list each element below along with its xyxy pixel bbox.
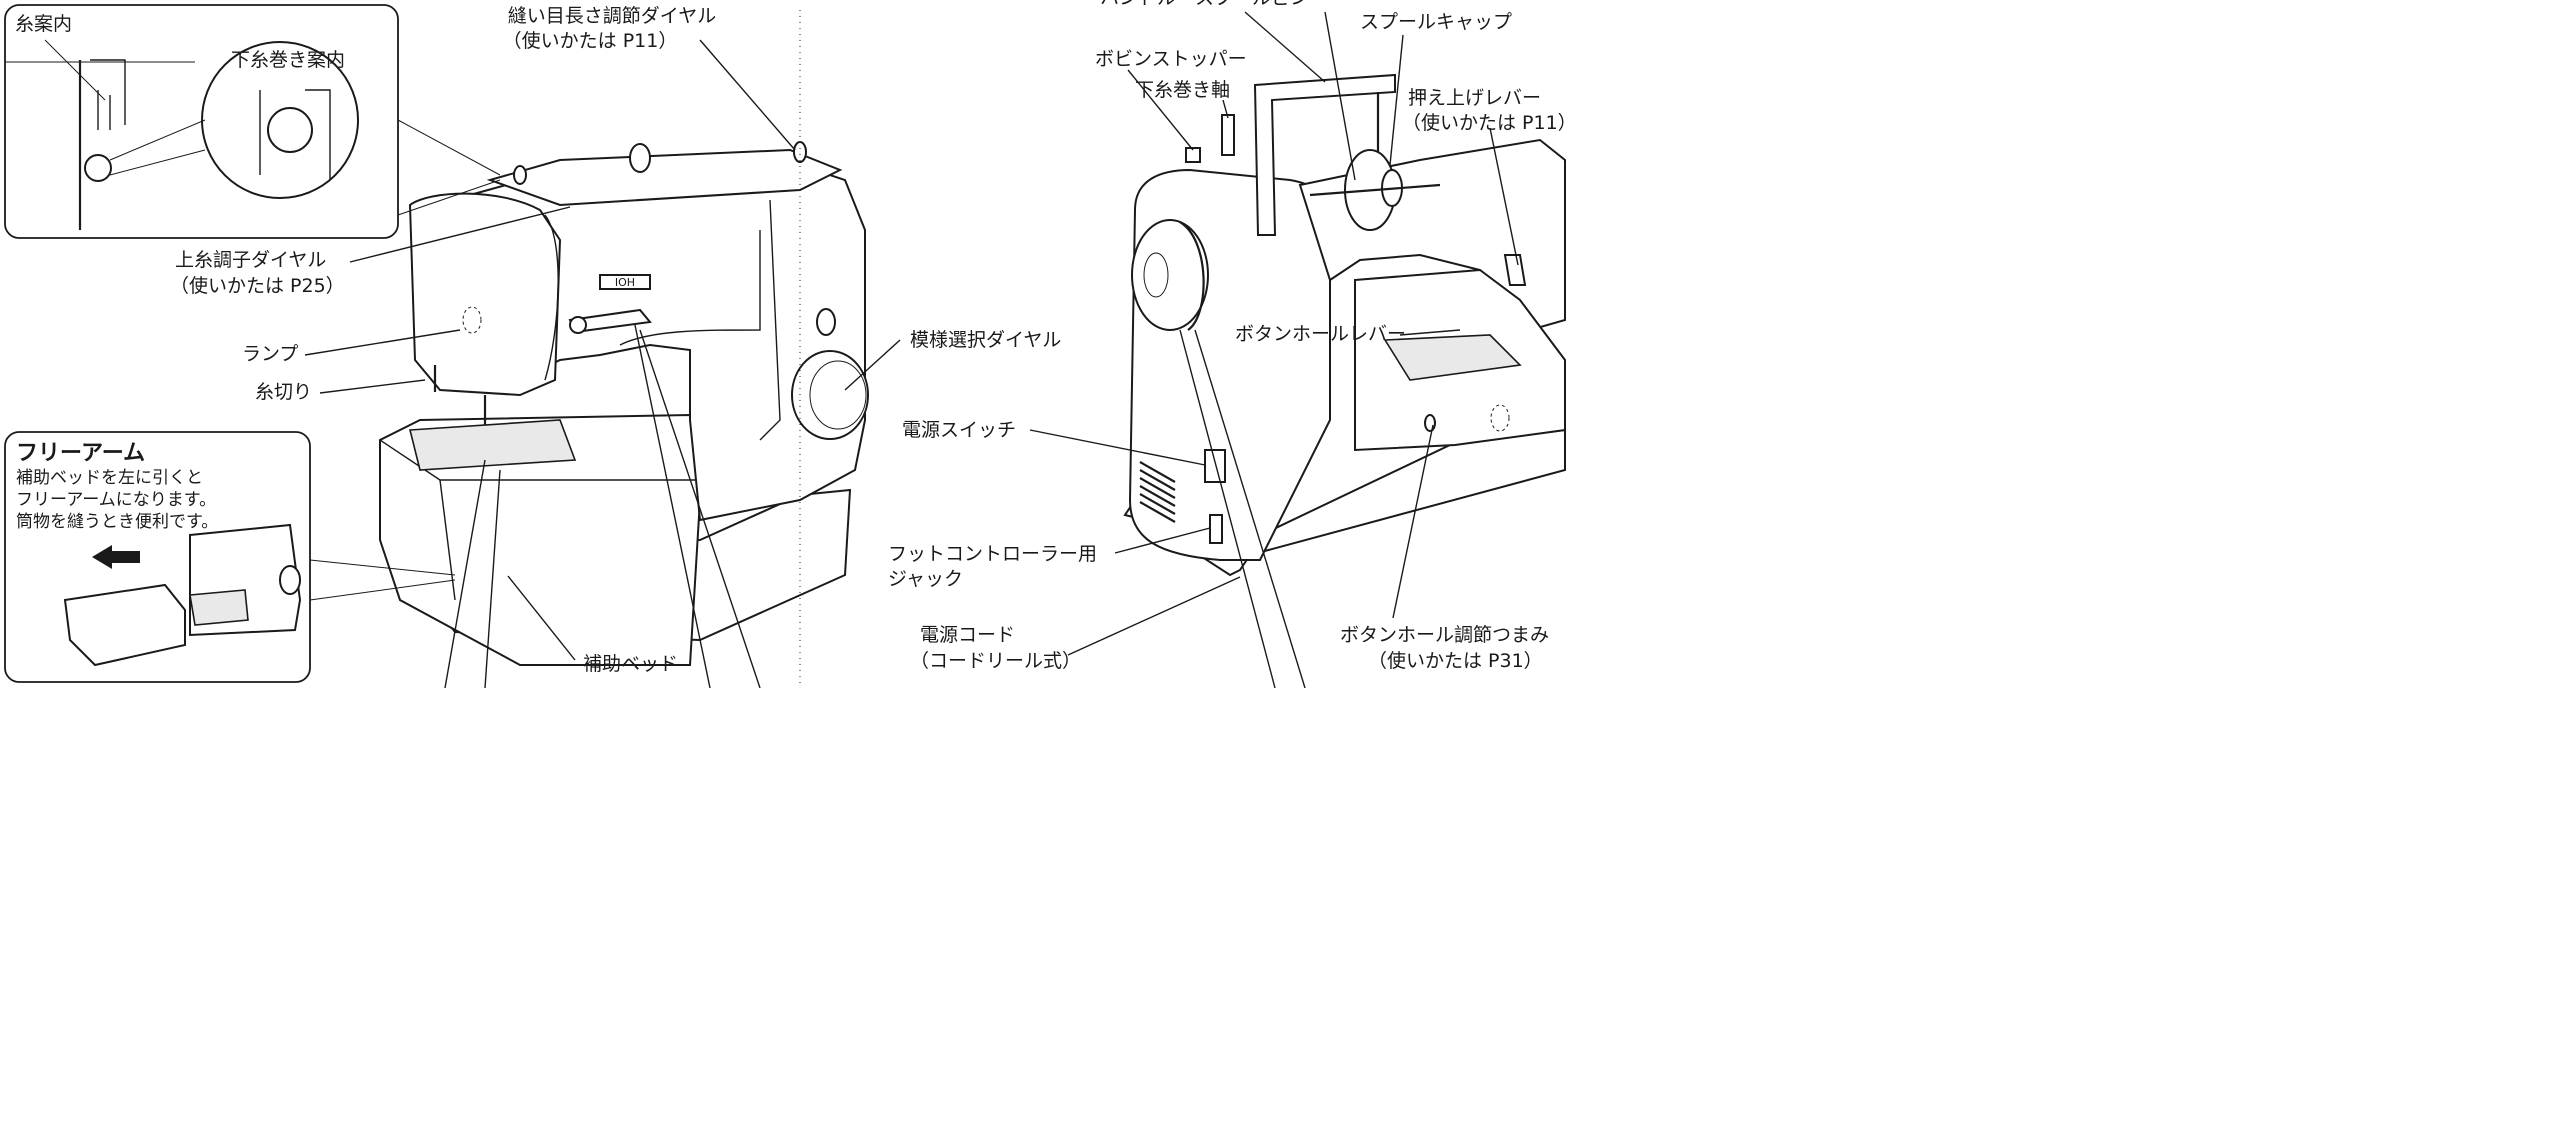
buttonhole-knob-label: ボタンホール調節つまみ: [1340, 624, 1549, 646]
pattern-selector-dial-label: 模様選択ダイヤル: [910, 329, 1061, 351]
foot-controller-jack-label-1: フットコントローラー用: [888, 543, 1097, 565]
lamp-label: ランプ: [242, 343, 298, 365]
spool-cap-label: スプールキャップ: [1360, 11, 1512, 33]
stitch-length-dial-label: 縫い目長さ調節ダイヤル: [508, 5, 716, 27]
vent-slits: [1139, 461, 1176, 523]
buttonhole-lever-label: ボタンホールレバー: [1235, 323, 1406, 345]
bobbin-stopper-label: ボビンストッパー: [1095, 48, 1247, 70]
inset-thread-guide: 糸案内 下糸巻き案内: [4, 4, 399, 239]
free-arm-title: フリーアーム: [16, 441, 145, 466]
upper-tension-dial-label: 上糸調子ダイヤル: [175, 249, 326, 271]
power-cord-label: 電源コード: [920, 624, 1015, 646]
machine-logo: IOH: [615, 276, 635, 289]
thread-cutter-label: 糸切り: [255, 381, 312, 403]
front-view-machine: IOH: [379, 141, 869, 666]
foot-controller-jack-label-2: ジャック: [888, 568, 963, 590]
handle-spool-pin-label: ハンドル スプールピン: [1100, 0, 1309, 9]
pattern-selector-dial-shape: [791, 350, 869, 440]
sewing-machine-diagram: IOH: [4, 0, 1568, 688]
buttonhole-knob-ref: （使いかたは P31）: [1368, 650, 1543, 672]
free-arm-line-3: 筒物を縫うとき便利です。: [16, 512, 218, 532]
inset-free-arm: フリーアーム 補助ベッドを左に引くと フリーアームになります。 筒物を縫うとき便…: [4, 431, 311, 683]
power-cord-note: （コードリール式）: [910, 650, 1081, 672]
free-arm-line-1: 補助ベッドを左に引くと: [16, 468, 203, 488]
thread-guide-label: 糸案内: [15, 13, 72, 35]
upper-tension-dial-ref: （使いかたは P25）: [170, 275, 345, 297]
power-switch-label: 電源スイッチ: [902, 419, 1016, 441]
arrow-left-icon: [92, 545, 140, 569]
side-view-machine: [1123, 73, 1566, 577]
presser-foot-lever-ref: （使いかたは P11）: [1402, 112, 1568, 134]
handwheel-shape: [1131, 219, 1209, 331]
free-arm-line-2: フリーアームになります。: [16, 490, 216, 510]
bobbin-winding-guide-label: 下糸巻き案内: [231, 49, 345, 71]
bobbin-winder-shaft-label: 下糸巻き軸: [1135, 79, 1230, 101]
power-switch-shape: [1204, 449, 1226, 483]
stitch-length-dial-ref: （使いかたは P11）: [503, 30, 678, 52]
presser-foot-lever-label: 押え上げレバー: [1408, 87, 1541, 109]
extension-bed-label: 補助ベッド: [583, 653, 678, 675]
